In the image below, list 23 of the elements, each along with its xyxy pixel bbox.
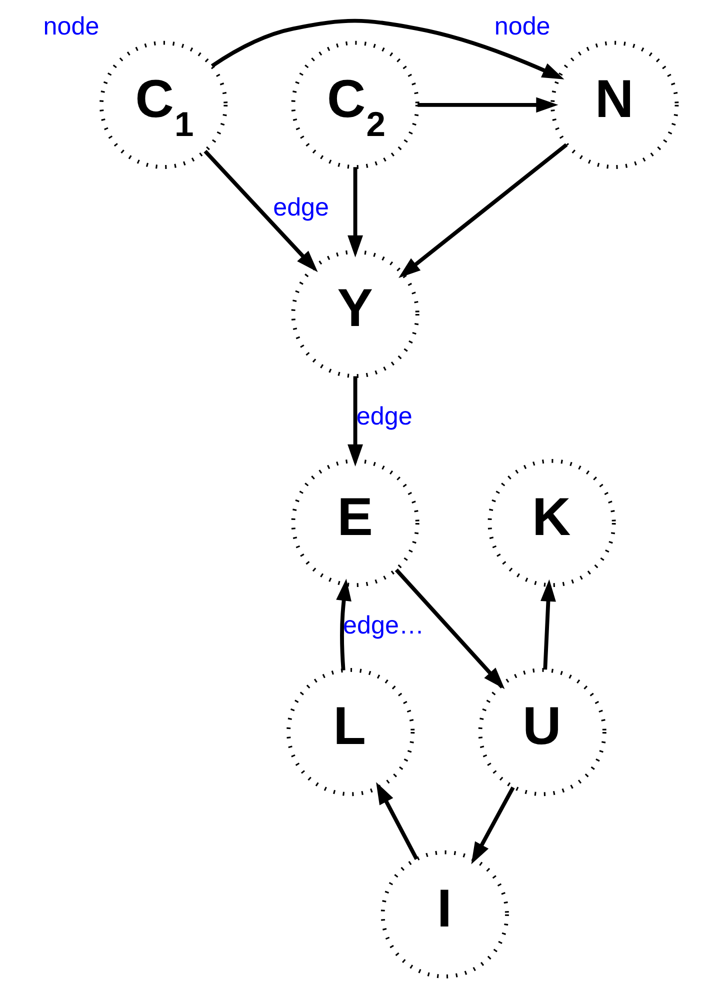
node-circle: L — [286, 668, 414, 796]
node-label: node — [42, 12, 99, 41]
arrow — [376, 782, 418, 860]
node-circle: C$_{1}$ — [98, 40, 228, 169]
edge-label: edge — [272, 193, 329, 222]
arrow — [347, 376, 362, 466]
arrow — [203, 150, 318, 272]
node-circle: C$_{2}$ — [290, 40, 419, 169]
node-circle: N — [550, 40, 678, 169]
node-circle: E — [290, 458, 419, 588]
edge-label: edge… — [342, 612, 424, 640]
node-circle: K — [487, 458, 616, 588]
arrow — [398, 143, 568, 278]
arrow — [336, 578, 351, 670]
arrow — [540, 579, 556, 670]
arrow — [394, 568, 504, 690]
arrow — [210, 18, 564, 80]
arrow — [347, 167, 362, 258]
arrow — [417, 97, 558, 113]
node-label: node — [494, 12, 550, 41]
arrow — [470, 786, 514, 864]
node-circle: I — [380, 850, 508, 978]
edge-label: edge — [356, 402, 412, 430]
